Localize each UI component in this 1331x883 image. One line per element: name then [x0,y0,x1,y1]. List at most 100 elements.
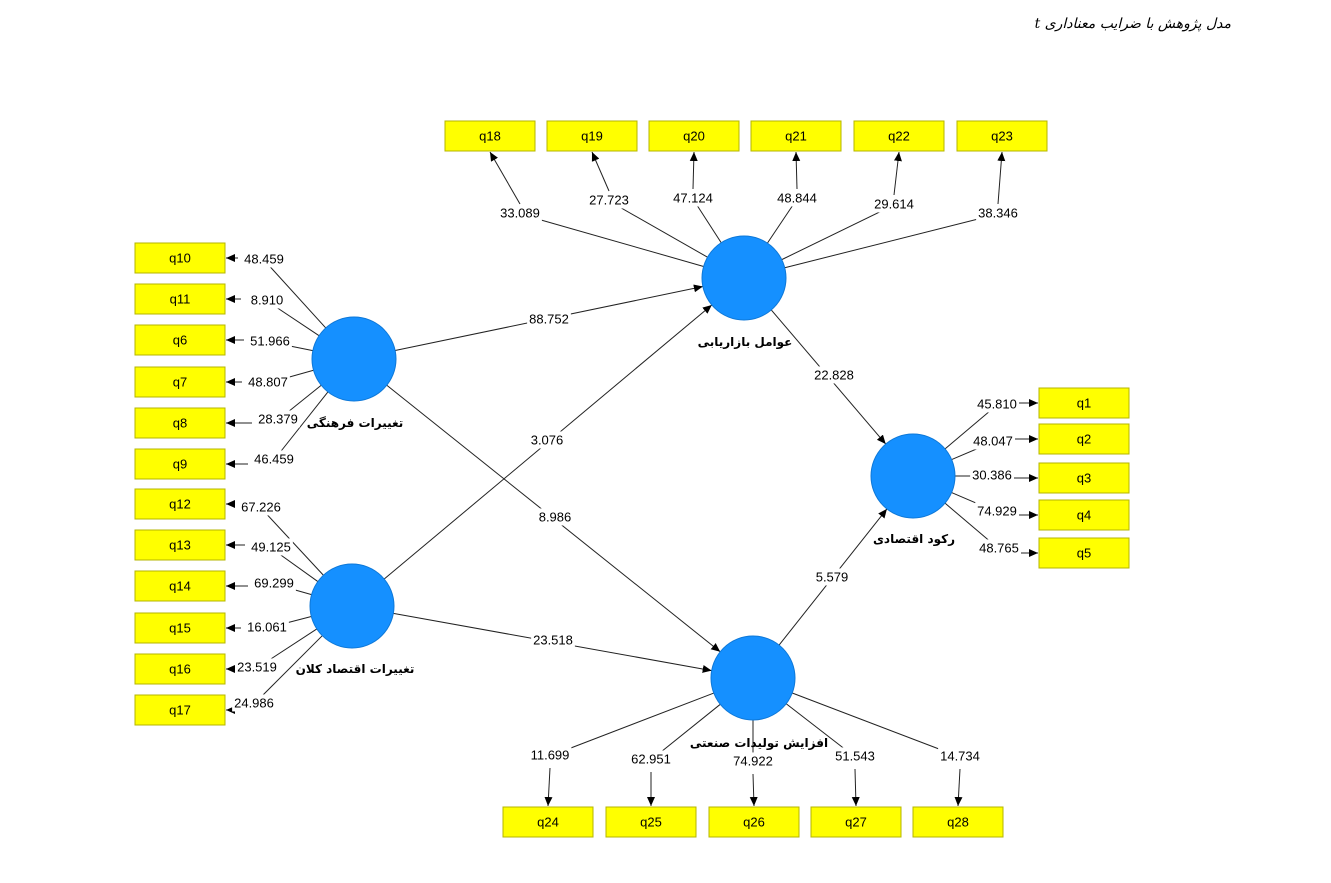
indicator-q11[interactable]: q11 [134,283,226,315]
indicator-q14[interactable]: q14 [134,570,226,602]
indicator-q7[interactable]: q7 [134,366,226,398]
loading-value-q18: 33.089 [500,205,540,220]
construct-macro[interactable]: تغییرات اقتصاد کلان [296,563,415,676]
construct-marketing[interactable]: عوامل بازاریابی [698,235,793,350]
construct-industrial[interactable]: افزایش تولیدات صنعتی [690,635,828,751]
indicator-label: q8 [173,415,187,430]
indicator-box-q12[interactable] [134,488,226,520]
loading-value-q19-bg [587,191,631,209]
indicator-box-q24[interactable] [502,806,594,838]
indicator-box-q8[interactable] [134,407,226,439]
indicator-box-q15[interactable] [134,612,226,644]
indicator-q26[interactable]: q26 [708,806,800,838]
loading-value-q2-bg [971,432,1015,450]
loading-value-q25: 62.951 [631,751,671,766]
indicator-q4[interactable]: q4 [1038,499,1130,531]
indicator-q10[interactable]: q10 [134,242,226,274]
indicator-box-q27[interactable] [810,806,902,838]
indicator-label: q22 [888,128,910,143]
indicator-label: q25 [640,814,662,829]
indicator-q5[interactable]: q5 [1038,537,1130,569]
loading-value-q11: 8.910 [251,292,284,307]
loading-value-q14: 69.299 [254,575,294,590]
indicator-q13[interactable]: q13 [134,529,226,561]
indicator-q19[interactable]: q19 [546,120,638,152]
indicator-box-q5[interactable] [1038,537,1130,569]
indicator-box-q26[interactable] [708,806,800,838]
indicator-q12[interactable]: q12 [134,488,226,520]
indicator-box-q7[interactable] [134,366,226,398]
loading-value-q15-bg [245,618,289,636]
construct-circle[interactable] [710,635,796,721]
construct-circle[interactable] [309,563,395,649]
loading-arrow-q20 [689,151,698,190]
indicator-label: q12 [169,496,191,511]
indicator-q16[interactable]: q16 [134,653,226,685]
indicator-q24[interactable]: q24 [502,806,594,838]
loading-arrow-q28 [954,768,963,807]
loading-value-q20-bg [671,189,715,207]
loading-line-q18 [519,213,704,267]
indicator-box-q18[interactable] [444,120,536,152]
indicator-q18[interactable]: q18 [444,120,536,152]
indicator-box-q1[interactable] [1038,387,1130,419]
indicator-box-q16[interactable] [134,653,226,685]
indicator-q6[interactable]: q6 [134,324,226,356]
construct-label: عوامل بازاریابی [698,335,793,350]
loading-line-q17 [253,635,323,705]
construct-recession[interactable]: رکود اقتصادی [870,433,956,547]
path-value-cultural-to-marketing-bg [527,310,571,328]
indicator-q27[interactable]: q27 [810,806,902,838]
indicator-box-q17[interactable] [134,694,226,726]
loading-value-q6-bg [248,332,292,350]
indicator-q8[interactable]: q8 [134,407,226,439]
loading-line-q9 [273,391,329,461]
construct-circle[interactable] [701,235,787,321]
indicator-label: q2 [1077,431,1091,446]
indicator-box-q21[interactable] [750,120,842,152]
indicator-q28[interactable]: q28 [912,806,1004,838]
loading-value-q1-bg [975,395,1019,413]
path-value-macro-to-industrial: 23.518 [533,632,573,647]
indicator-q22[interactable]: q22 [853,120,945,152]
indicator-box-q11[interactable] [134,283,226,315]
indicator-box-q22[interactable] [853,120,945,152]
construct-circle[interactable] [311,316,397,402]
loading-value-q16-bg [235,658,279,676]
indicator-label: q19 [581,128,603,143]
indicator-q17[interactable]: q17 [134,694,226,726]
indicator-box-q3[interactable] [1038,462,1130,494]
indicator-box-q25[interactable] [605,806,697,838]
loading-value-q3-bg [970,466,1014,484]
indicator-box-q28[interactable] [912,806,1004,838]
indicator-q15[interactable]: q15 [134,612,226,644]
indicator-box-q10[interactable] [134,242,226,274]
indicator-q2[interactable]: q2 [1038,423,1130,455]
loading-value-q1: 45.810 [977,396,1017,411]
indicator-q3[interactable]: q3 [1038,462,1130,494]
indicator-box-q23[interactable] [956,120,1048,152]
indicator-label: q28 [947,814,969,829]
indicator-q21[interactable]: q21 [750,120,842,152]
indicator-box-q9[interactable] [134,448,226,480]
loading-value-q12-bg [239,498,283,516]
indicator-box-q20[interactable] [648,120,740,152]
loading-value-q5: 48.765 [979,540,1019,555]
indicator-label: q23 [991,128,1013,143]
indicator-q20[interactable]: q20 [648,120,740,152]
loading-value-q22: 29.614 [874,196,914,211]
indicator-q1[interactable]: q1 [1038,387,1130,419]
indicator-q9[interactable]: q9 [134,448,226,480]
construct-circle[interactable] [870,433,956,519]
indicator-q25[interactable]: q25 [605,806,697,838]
indicator-box-q13[interactable] [134,529,226,561]
path-value-marketing-to-recession-bg [812,366,856,384]
indicator-box-q4[interactable] [1038,499,1130,531]
construct-cultural[interactable]: تغییرات فرهنگی [307,316,404,430]
indicator-q23[interactable]: q23 [956,120,1048,152]
indicator-label: q21 [785,128,807,143]
indicator-box-q2[interactable] [1038,423,1130,455]
indicator-box-q14[interactable] [134,570,226,602]
indicator-box-q19[interactable] [546,120,638,152]
indicator-box-q6[interactable] [134,324,226,356]
